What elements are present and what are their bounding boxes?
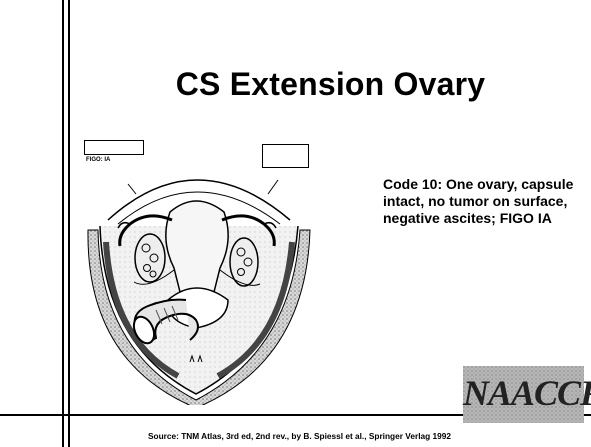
source-footnote: Source: TNM Atlas, 3rd ed, 2nd rev., by …	[148, 431, 591, 441]
slide-title: CS Extension Ovary	[70, 66, 591, 103]
figo-label: FIGO: IA	[86, 157, 110, 163]
left-margin-line-outer	[62, 0, 64, 447]
label-box-left	[84, 140, 144, 155]
naaccr-logo: NAACCR	[463, 366, 584, 423]
logo-text: NAACCR	[463, 372, 584, 414]
label-box-right	[262, 144, 309, 168]
code-description: Code 10: One ovary, capsule intact, no t…	[383, 176, 583, 227]
anatomy-illustration	[78, 150, 323, 405]
